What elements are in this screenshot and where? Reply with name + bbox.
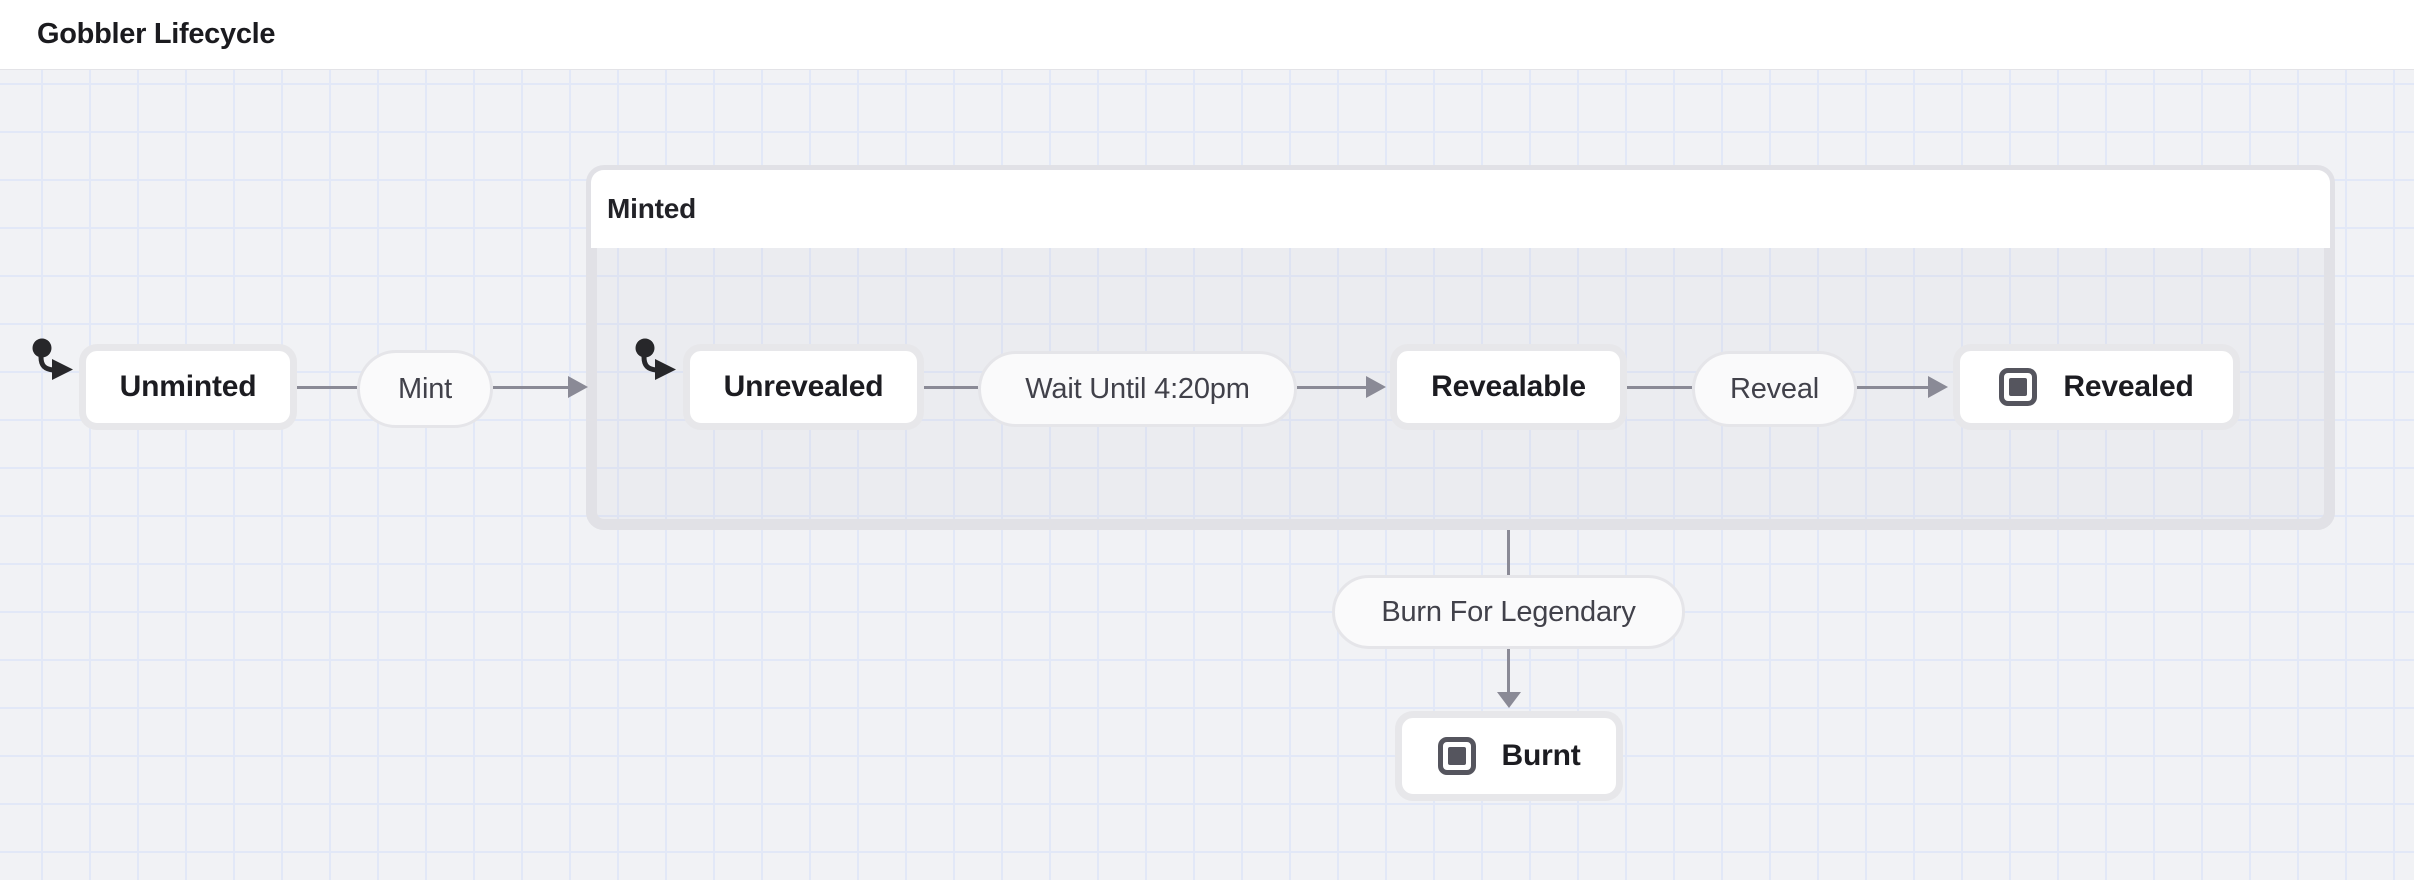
edge-burn-burnt bbox=[1507, 649, 1510, 693]
state-node-revealed[interactable]: Revealed bbox=[1953, 344, 2240, 430]
final-state-icon bbox=[1437, 737, 1476, 775]
edge-reveal-revealed bbox=[1857, 386, 1930, 389]
title-bar: Gobbler Lifecycle bbox=[0, 0, 2414, 70]
compound-header[interactable]: Minted bbox=[591, 170, 2330, 248]
edge-revealable-reveal bbox=[1627, 386, 1692, 389]
state-node-revealable[interactable]: Revealable bbox=[1390, 344, 1627, 430]
transition-wait-until-420pm[interactable]: Wait Until 4:20pm bbox=[978, 351, 1297, 427]
state-label: Revealed bbox=[2063, 370, 2194, 403]
transition-mint[interactable]: Mint bbox=[357, 350, 493, 428]
edge-unminted-mint bbox=[297, 386, 357, 389]
arrowhead-icon bbox=[1928, 376, 1948, 398]
edge-minted-burn bbox=[1507, 530, 1510, 575]
state-label: Unminted bbox=[119, 370, 257, 403]
final-state-icon bbox=[1999, 368, 2038, 406]
arrowhead-icon bbox=[568, 376, 588, 398]
state-node-burnt[interactable]: Burnt bbox=[1395, 711, 1623, 801]
edge-mint-minted bbox=[493, 386, 570, 389]
diagram-canvas[interactable]: Unminted Mint Minted Unrevealed Wait Unt… bbox=[0, 70, 2414, 880]
diagram-title: Gobbler Lifecycle bbox=[37, 18, 276, 50]
initial-state-icon bbox=[635, 338, 676, 380]
edge-wait-revealable bbox=[1297, 386, 1368, 389]
transition-label: Wait Until 4:20pm bbox=[1025, 372, 1250, 405]
state-label: Minted bbox=[607, 193, 697, 224]
transition-label: Mint bbox=[398, 372, 452, 405]
initial-state-icon bbox=[32, 338, 73, 380]
transition-label: Reveal bbox=[1729, 372, 1820, 405]
state-node-unrevealed[interactable]: Unrevealed bbox=[683, 344, 924, 430]
arrowhead-icon bbox=[1497, 692, 1521, 708]
state-label: Unrevealed bbox=[723, 370, 884, 403]
state-label: Revealable bbox=[1431, 370, 1586, 403]
edge-unrevealed-wait bbox=[924, 386, 978, 389]
state-label: Burnt bbox=[1501, 739, 1581, 772]
state-node-unminted[interactable]: Unminted bbox=[79, 344, 297, 430]
transition-reveal[interactable]: Reveal bbox=[1692, 351, 1857, 427]
arrowhead-icon bbox=[1366, 376, 1386, 398]
transition-burn-for-legendary[interactable]: Burn For Legendary bbox=[1332, 575, 1685, 649]
transition-label: Burn For Legendary bbox=[1381, 595, 1636, 628]
